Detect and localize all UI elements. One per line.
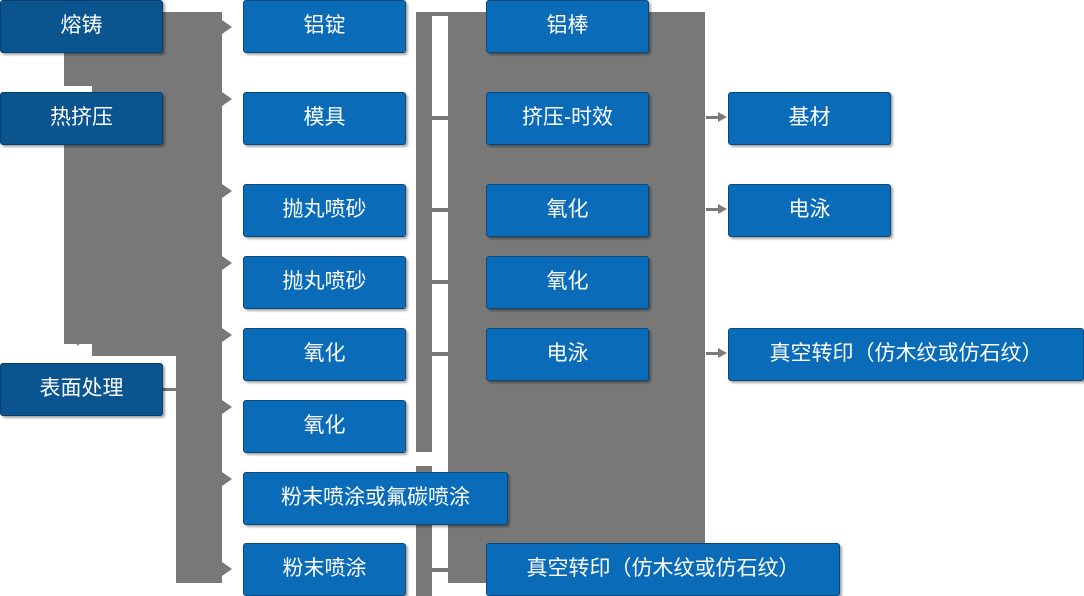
node-output-substrate[interactable]: 基材 [728,92,891,145]
rail-link-1 [432,12,448,16]
node-output-vacuum-transfer-printing[interactable]: 真空转印（仿木纹或仿石纹） [728,328,1084,381]
node-stage-melting[interactable]: 熔铸 [0,0,163,53]
trunk-arrow-2 [222,92,232,106]
trunk-arrow-1 [222,20,232,34]
node-treatment-oxidation-1[interactable]: 氧化 [486,184,649,237]
connector-stage1-to-stage2-arrow [71,76,85,86]
node-process-powder-or-fluorocarbon-coating[interactable]: 粉末喷涂或氟碳喷涂 [243,472,508,525]
node-label: 表面处理 [39,377,124,401]
node-label: 抛丸喷砂 [282,270,367,294]
node-label: 氧化 [303,342,346,366]
rail-column2-upper [416,12,432,452]
node-process-shot-blasting-2[interactable]: 抛丸喷砂 [243,256,406,309]
node-stage-surface-treatment[interactable]: 表面处理 [0,363,163,416]
node-output-electrophoresis[interactable]: 电泳 [728,184,891,237]
node-treatment-electrophoresis[interactable]: 电泳 [486,328,649,381]
trunk-arrow-7 [222,472,232,486]
node-label: 真空转印（仿木纹或仿石纹） [769,342,1043,366]
rail-link-6 [432,568,448,572]
node-process-oxidation-1[interactable]: 氧化 [243,328,406,381]
rail-link-2 [432,116,448,120]
connector-stage2-to-stage3-arrow [71,336,85,346]
node-process-shot-blasting-1[interactable]: 抛丸喷砂 [243,184,406,237]
trunk-arrow-8 [222,562,232,576]
node-stage-hot-extrusion[interactable]: 热挤压 [0,92,163,145]
trunk-arrow-4 [222,256,232,270]
node-label: 模具 [303,106,346,130]
connector-trunk-lower [176,356,222,583]
node-label: 熔铸 [60,14,103,38]
node-label: 氧化 [546,270,589,294]
node-label: 电泳 [788,198,831,222]
output-arrow-3 [706,348,727,358]
connector-stage2-to-stage3 [64,144,92,344]
trunk-arrow-5 [222,328,232,342]
node-label: 铝棒 [546,14,589,38]
output-arrow-2 [706,204,727,214]
node-label: 抛丸喷砂 [282,198,367,222]
node-label: 真空转印（仿木纹或仿石纹） [526,557,800,581]
rail-link-3 [432,208,448,212]
node-label: 挤压-时效 [522,106,613,130]
rail-link-5 [432,352,448,356]
trunk-arrow-6 [222,400,232,414]
node-treatment-vacuum-transfer-printing[interactable]: 真空转印（仿木纹或仿石纹） [486,543,840,596]
node-process-aluminum-ingot[interactable]: 铝锭 [243,0,406,53]
node-label: 基材 [788,106,831,130]
trunk-arrow-3 [222,184,232,198]
node-label: 氧化 [303,414,346,438]
node-label: 粉末喷涂或氟碳喷涂 [281,486,470,510]
node-label: 铝锭 [303,14,346,38]
connector-stage3-stub [163,388,185,391]
node-process-powder-coating[interactable]: 粉末喷涂 [243,543,406,596]
node-treatment-aluminum-bar[interactable]: 铝棒 [486,0,649,53]
output-arrow-1 [706,112,727,122]
rail-link-4 [432,280,448,284]
node-treatment-extrusion-aging[interactable]: 挤压-时效 [486,92,649,145]
node-label: 热挤压 [50,106,113,130]
connector-trunk-upper [92,12,222,356]
node-treatment-oxidation-2[interactable]: 氧化 [486,256,649,309]
node-label: 粉末喷涂 [282,557,367,581]
node-process-mold[interactable]: 模具 [243,92,406,145]
node-label: 氧化 [546,198,589,222]
node-process-oxidation-2[interactable]: 氧化 [243,400,406,453]
node-label: 电泳 [546,342,589,366]
